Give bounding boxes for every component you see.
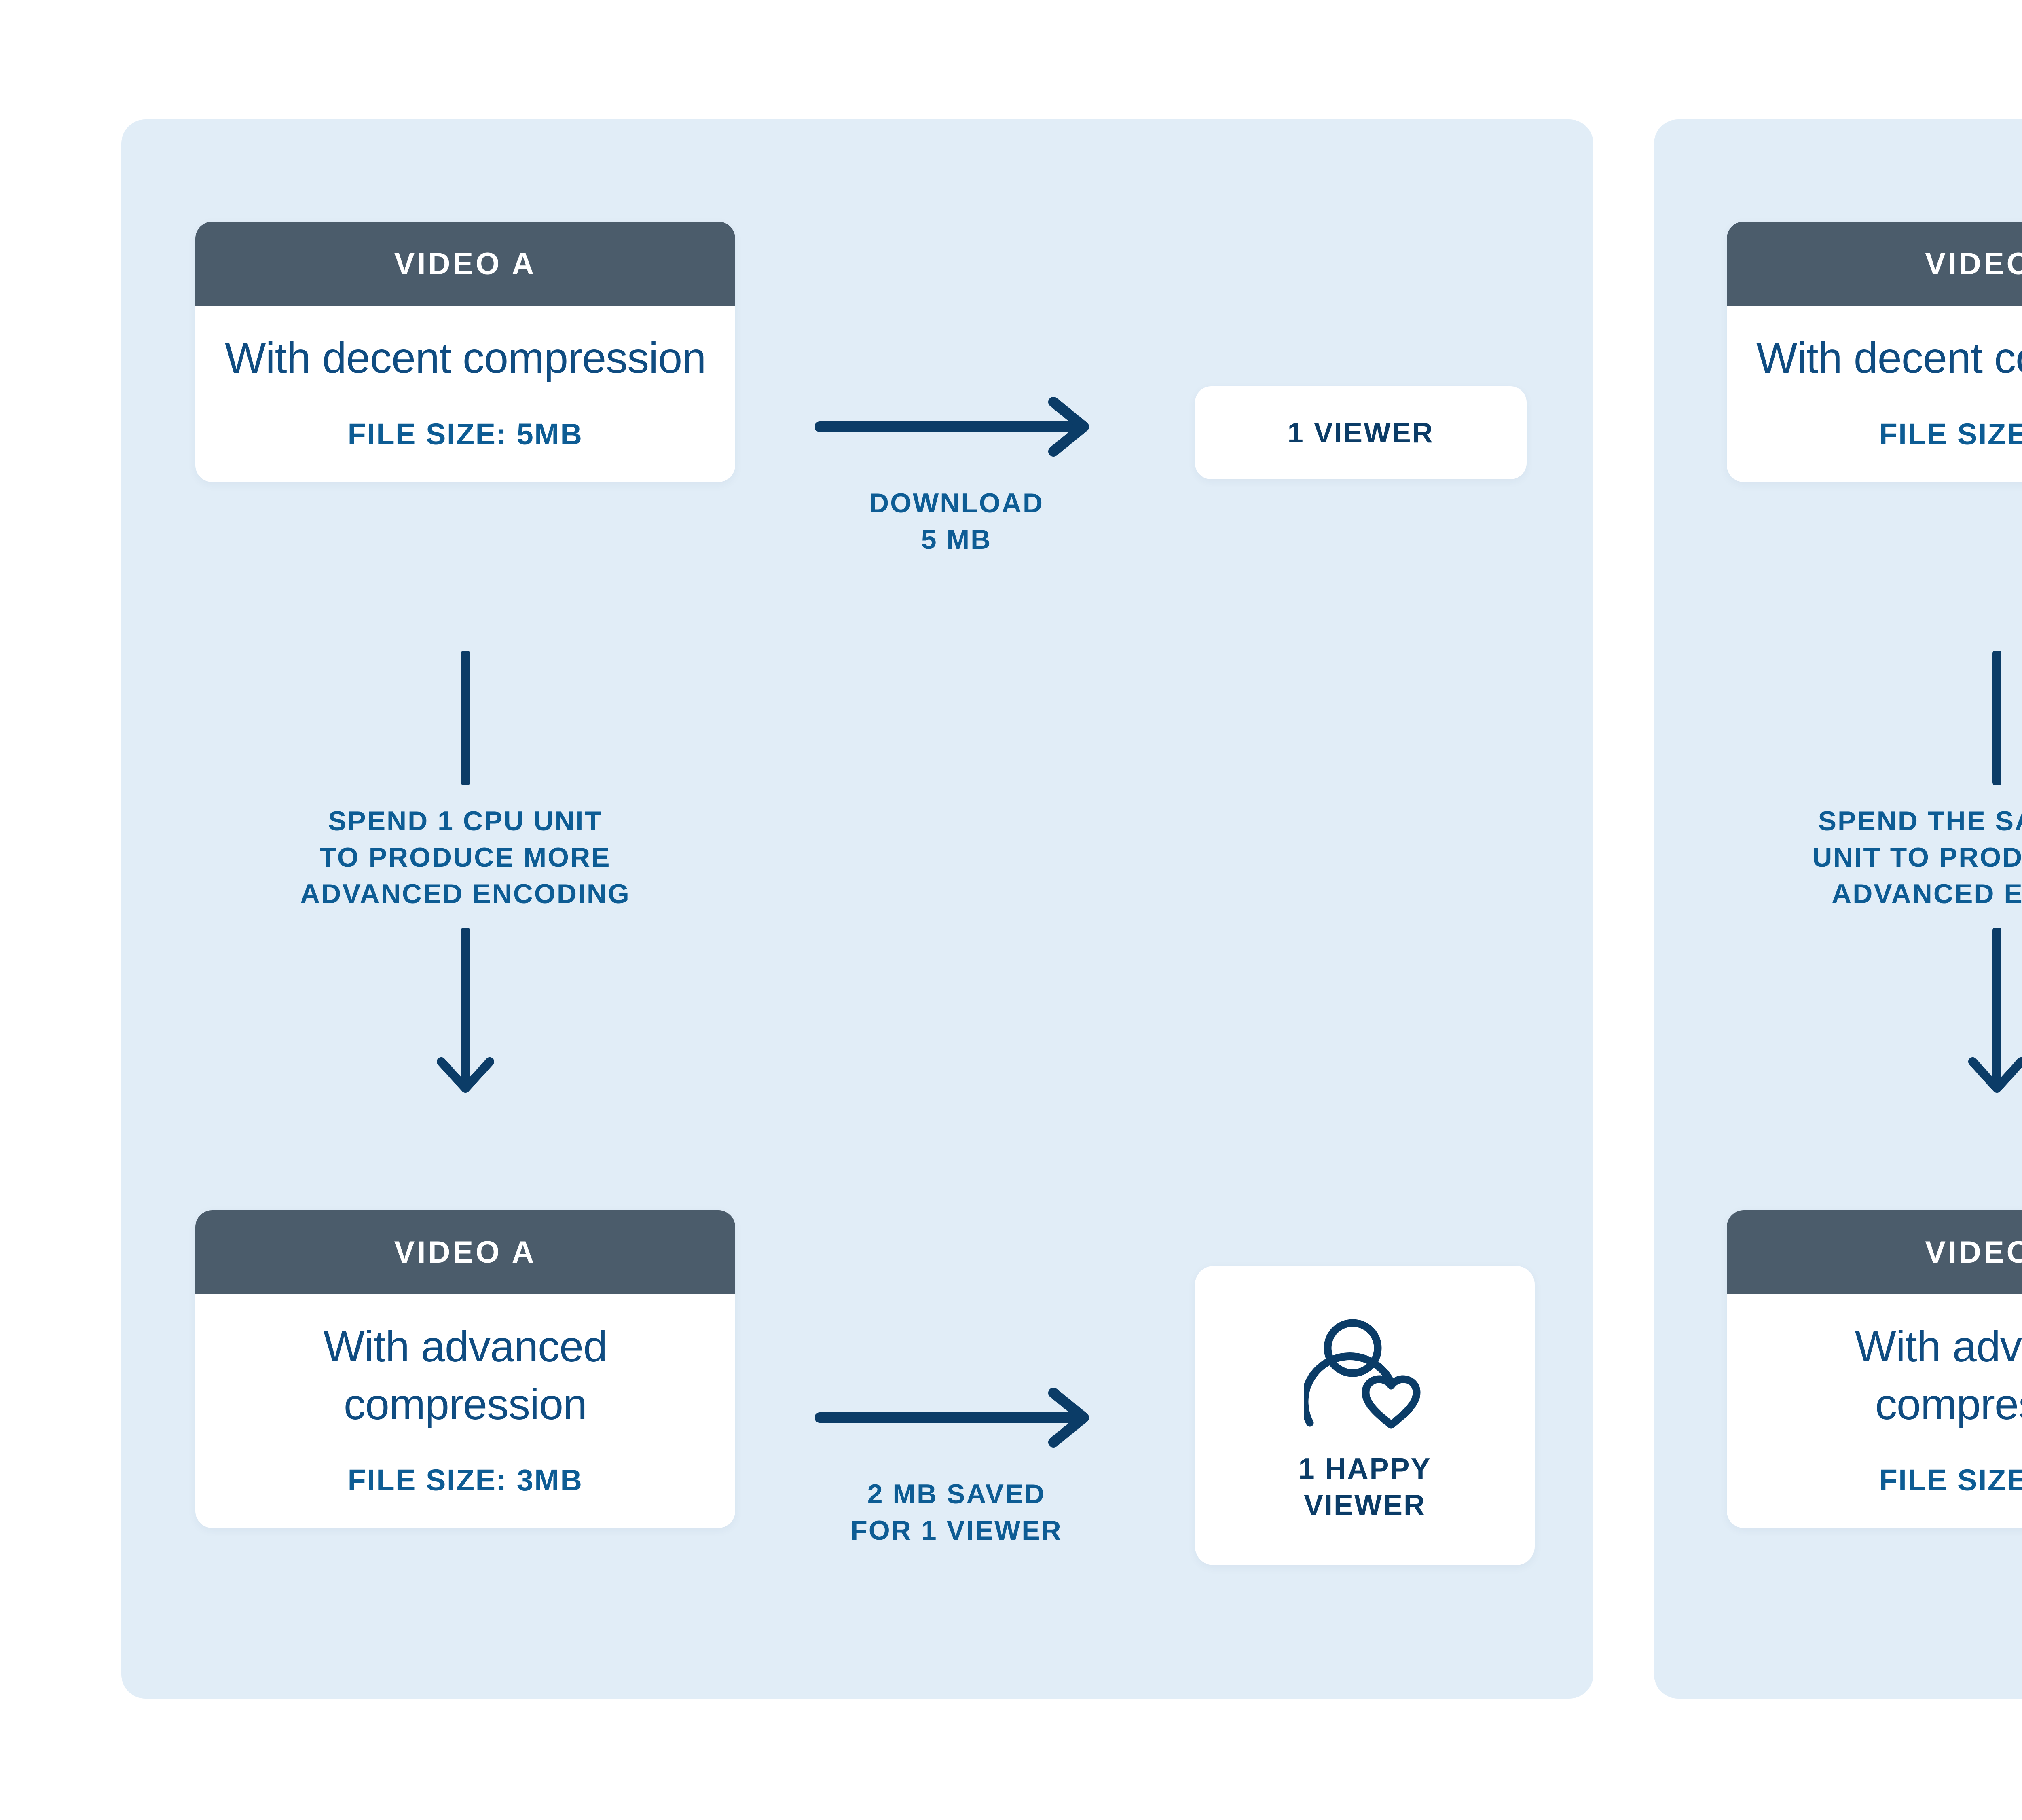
- viewer-count-label: 1 VIEWER: [1287, 417, 1434, 449]
- download-arrow-a-label: DOWNLOAD 5 MB: [869, 488, 1044, 555]
- card-title: With decent compression: [224, 333, 706, 382]
- card-header-video-a-bottom: VIDEO A: [195, 1210, 735, 1294]
- card-file-size: FILE SIZE: 5MB: [1879, 417, 2022, 451]
- card-header-video-a-top: VIDEO A: [195, 222, 735, 306]
- card-header-label: VIDEO A: [394, 1235, 537, 1270]
- card-header-video-b-top: VIDEO B: [1727, 222, 2022, 306]
- happy-viewer-card-a: 1 HAPPY VIEWER: [1195, 1266, 1535, 1565]
- single-happy-viewer-icon: [1304, 1319, 1421, 1429]
- video-card-a-advanced: VIDEO A With advanced compression FILE S…: [195, 1210, 735, 1528]
- video-card-b-advanced: VIDEO B With advanced compression FILE S…: [1727, 1210, 2022, 1528]
- card-file-size: FILE SIZE: 5MB: [347, 417, 583, 451]
- arrow-down-stem-icon: [1992, 651, 2001, 785]
- download-arrow-a: DOWNLOAD 5 MB: [805, 396, 1108, 558]
- video-card-a-decent: VIDEO A With decent compression FILE SIZ…: [195, 222, 735, 482]
- card-title: With advanced compression: [1855, 1322, 2022, 1428]
- card-file-size: FILE SIZE: 3MB: [347, 1463, 583, 1497]
- viewer-count-pill-a: 1 VIEWER: [1195, 386, 1527, 479]
- card-header-label: VIDEO A: [394, 246, 537, 281]
- savings-arrow-a: 2 MB SAVED FOR 1 VIEWER: [805, 1387, 1108, 1549]
- arrow-right-icon: [815, 397, 1089, 457]
- card-body-video-b-top: With decent compression FILE SIZE: 5MB: [1727, 306, 2022, 482]
- card-title: With advanced compression: [323, 1322, 607, 1428]
- arrow-down-icon: [1968, 928, 2022, 1093]
- card-header-label: VIDEO B: [1925, 1235, 2022, 1270]
- card-body-video-a-top: With decent compression FILE SIZE: 5MB: [195, 306, 735, 482]
- card-file-size: FILE SIZE: 3MB: [1879, 1463, 2022, 1497]
- arrow-right-icon: [815, 1388, 1089, 1448]
- card-header-video-b-bottom: VIDEO B: [1727, 1210, 2022, 1294]
- video-card-b-decent: VIDEO B With decent compression FILE SIZ…: [1727, 222, 2022, 482]
- card-header-label: VIDEO B: [1925, 246, 2022, 281]
- card-title: With decent compression: [1756, 333, 2022, 382]
- savings-arrow-a-label: 2 MB SAVED FOR 1 VIEWER: [850, 1479, 1062, 1546]
- card-body-video-a-bottom: With advanced compression FILE SIZE: 3MB: [195, 1294, 735, 1528]
- arrow-down-icon: [436, 928, 494, 1093]
- cpu-arrow-b: SPEND THE SAME 1 CPU UNIT TO PRODUCE MOR…: [1808, 651, 2022, 1098]
- cpu-arrow-b-label: SPEND THE SAME 1 CPU UNIT TO PRODUCE MOR…: [1812, 806, 2022, 909]
- happy-viewer-label: 1 HAPPY VIEWER: [1298, 1453, 1432, 1522]
- arrow-down-stem-icon: [461, 651, 470, 785]
- card-body-video-b-bottom: With advanced compression FILE SIZE: 3MB: [1727, 1294, 2022, 1528]
- icon-wrap: [1304, 1308, 1426, 1441]
- cpu-arrow-a-label: SPEND 1 CPU UNIT TO PRODUCE MORE ADVANCE…: [300, 806, 630, 909]
- cpu-arrow-a: SPEND 1 CPU UNIT TO PRODUCE MORE ADVANCE…: [276, 651, 654, 1098]
